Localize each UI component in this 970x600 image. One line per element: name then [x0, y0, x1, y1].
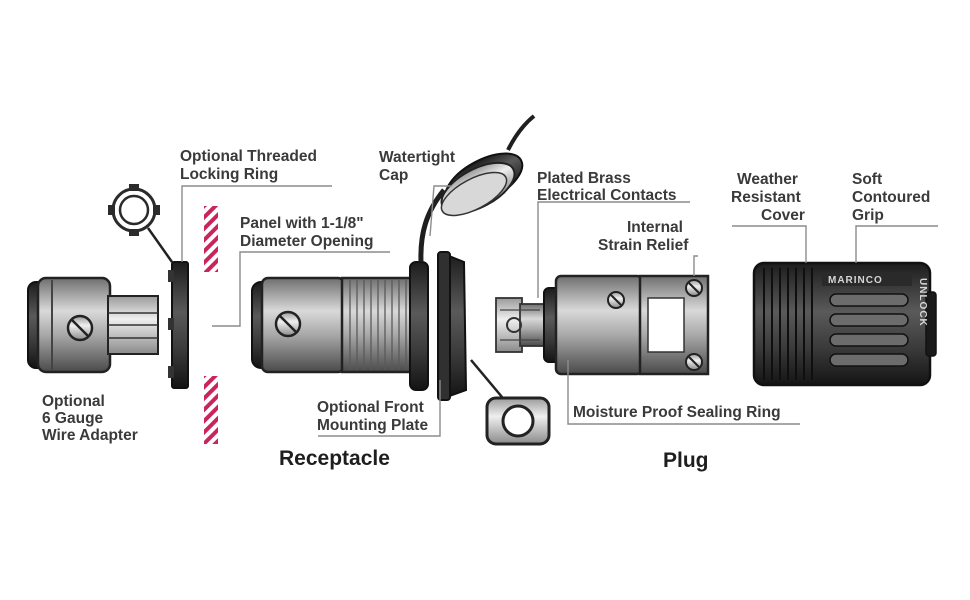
- unlock-label: UNLOCK: [917, 278, 928, 327]
- brand-label: MARINCO: [828, 275, 883, 286]
- panel-section: [204, 206, 218, 444]
- plug-title: Plug: [663, 449, 709, 472]
- panel-opening-label: Panel with 1-1/8" Diameter Opening: [240, 215, 374, 250]
- weather-cover-part: [752, 261, 937, 387]
- front-mounting-plate-icon: [470, 359, 551, 446]
- plug-part: [495, 274, 710, 376]
- receptacle-part: [251, 114, 536, 391]
- receptacle-title: Receptacle: [279, 447, 390, 470]
- wire-adapter-label: Optional 6 Gauge Wire Adapter: [42, 393, 138, 444]
- leader-lines: [181, 185, 938, 437]
- wire-adapter-part: [27, 276, 159, 374]
- locking-ring-label: Optional Threaded Locking Ring: [180, 148, 321, 183]
- weather-cover-label: Weather Resistant Cover: [731, 171, 805, 224]
- locking-ring-icon: [108, 184, 174, 263]
- soft-grip-label: Soft Contoured Grip: [852, 171, 935, 224]
- locking-ring-part: [108, 184, 189, 389]
- brass-contacts-label: Plated Brass Electrical Contacts: [537, 170, 677, 204]
- watertight-cap-part: [440, 152, 524, 217]
- front-mounting-gasket: [437, 251, 468, 401]
- sealing-ring-label: Moisture Proof Sealing Ring: [573, 404, 781, 421]
- strain-relief-label: Internal Strain Relief: [598, 219, 689, 254]
- front-plate-label: Optional Front Mounting Plate: [317, 399, 428, 434]
- watertight-cap-label: Watertight Cap: [379, 149, 459, 184]
